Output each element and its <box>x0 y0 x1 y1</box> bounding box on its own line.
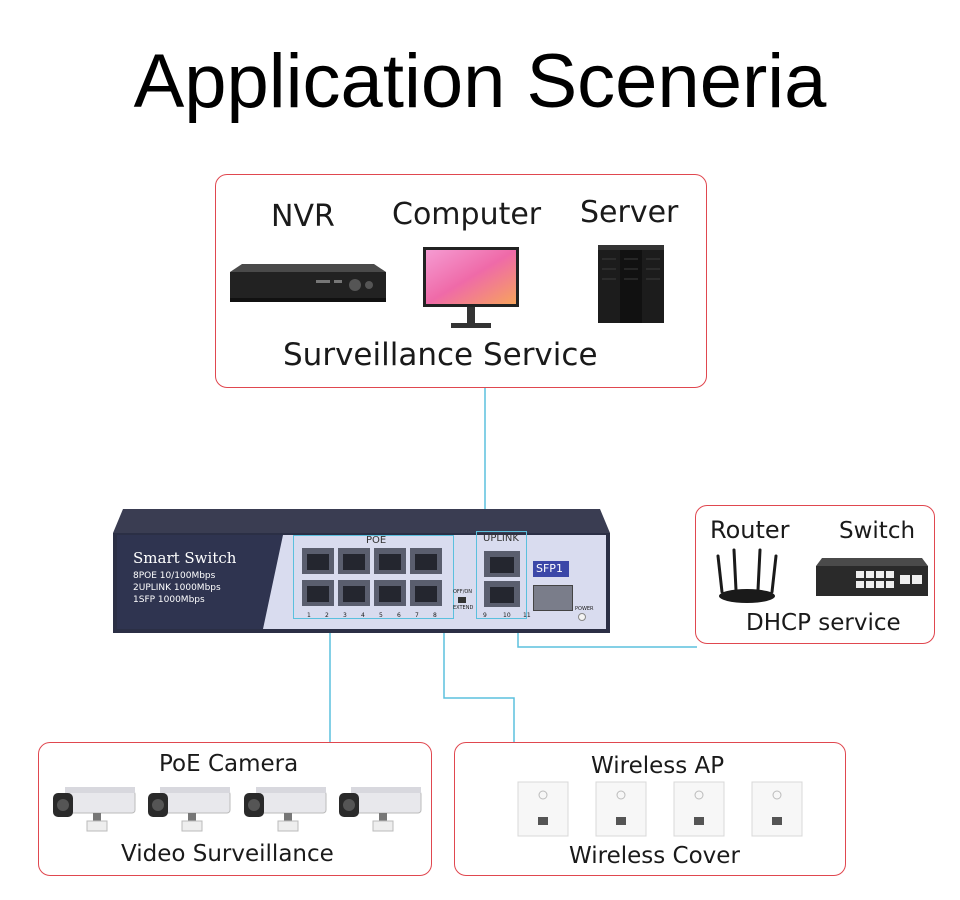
router-label: Router <box>710 516 790 544</box>
port-number-4: 4 <box>361 612 365 619</box>
server-label: Server <box>580 195 679 230</box>
power-label: POWER <box>575 606 594 612</box>
port-number-2: 2 <box>325 612 329 619</box>
camera-icon-1 <box>53 787 136 832</box>
port-number-8: 8 <box>433 612 437 619</box>
switch-spec-2: 2UPLINK 1000Mbps <box>133 583 221 593</box>
dhcp-service-caption: DHCP service <box>746 610 901 636</box>
port-number-3: 3 <box>343 612 347 619</box>
poe-port-group: POE <box>293 535 454 619</box>
camera-icon-2 <box>148 787 231 832</box>
wireless-cover-caption: Wireless Cover <box>569 843 740 869</box>
sfp-port <box>533 585 573 611</box>
poe-camera-heading: PoE Camera <box>159 751 299 777</box>
switch-spec-3: 1SFP 1000Mbps <box>133 595 205 605</box>
uplink-number-11: 11 <box>523 612 531 619</box>
nvr-label: NVR <box>271 199 335 234</box>
dhcp-service-box: Router Switch DHCP service <box>695 505 935 644</box>
uplink-ports <box>484 551 520 607</box>
switch-brand: Smart Switch <box>133 549 237 567</box>
access-point-icon-4 <box>751 781 803 837</box>
video-surveillance-caption: Video Surveillance <box>121 841 334 867</box>
port-number-7: 7 <box>415 612 419 619</box>
wireless-ap-box: Wireless AP Wireless Cover <box>454 742 846 876</box>
nvr-icon <box>230 264 386 302</box>
extend-toggle: OFF/ON EXTEND <box>453 585 474 615</box>
page-title: Application Sceneria <box>133 39 827 124</box>
server-icon <box>598 245 664 323</box>
router-icon <box>716 548 778 603</box>
switch-label: Switch <box>839 518 916 544</box>
toggle-label-off-on: OFF/ON <box>453 589 473 595</box>
computer-label: Computer <box>392 197 542 232</box>
uplink-port-group: UPLINK <box>476 531 527 619</box>
access-point-icon-1 <box>517 781 569 837</box>
toggle-switch <box>458 597 466 603</box>
poe-port-numbers: 1 2 3 4 5 6 7 8 <box>299 612 449 622</box>
port-number-6: 6 <box>397 612 401 619</box>
port-number-5: 5 <box>379 612 383 619</box>
sfp-label: SFP1 <box>536 562 563 575</box>
sfp-label-badge: SFP1 <box>533 561 569 577</box>
port-number-1: 1 <box>307 612 311 619</box>
smart-switch-device: Smart Switch 8POE 10/100Mbps 2UPLINK 100… <box>113 505 610 633</box>
computer-icon <box>423 247 519 328</box>
network-switch-icon <box>816 558 928 596</box>
uplink-number-10: 10 <box>503 612 511 619</box>
surveillance-service-box: NVR Computer Server <box>215 174 707 388</box>
connector-ap <box>443 614 515 742</box>
toggle-label-extend: EXTEND <box>453 605 474 611</box>
access-point-icon-2 <box>595 781 647 837</box>
wireless-ap-heading: Wireless AP <box>591 753 725 779</box>
access-point-icon-3 <box>673 781 725 837</box>
uplink-number-9: 9 <box>483 612 487 619</box>
poe-label: POE <box>366 535 387 546</box>
poe-camera-box: PoE Camera Video Surveillance <box>38 742 432 876</box>
uplink-label: UPLINK <box>483 533 519 544</box>
camera-icon-4 <box>339 787 422 832</box>
power-led <box>578 613 586 621</box>
camera-icon-3 <box>244 787 327 832</box>
poe-ports <box>302 548 442 606</box>
surveillance-service-caption: Surveillance Service <box>283 337 598 373</box>
switch-spec-1: 8POE 10/100Mbps <box>133 571 216 581</box>
